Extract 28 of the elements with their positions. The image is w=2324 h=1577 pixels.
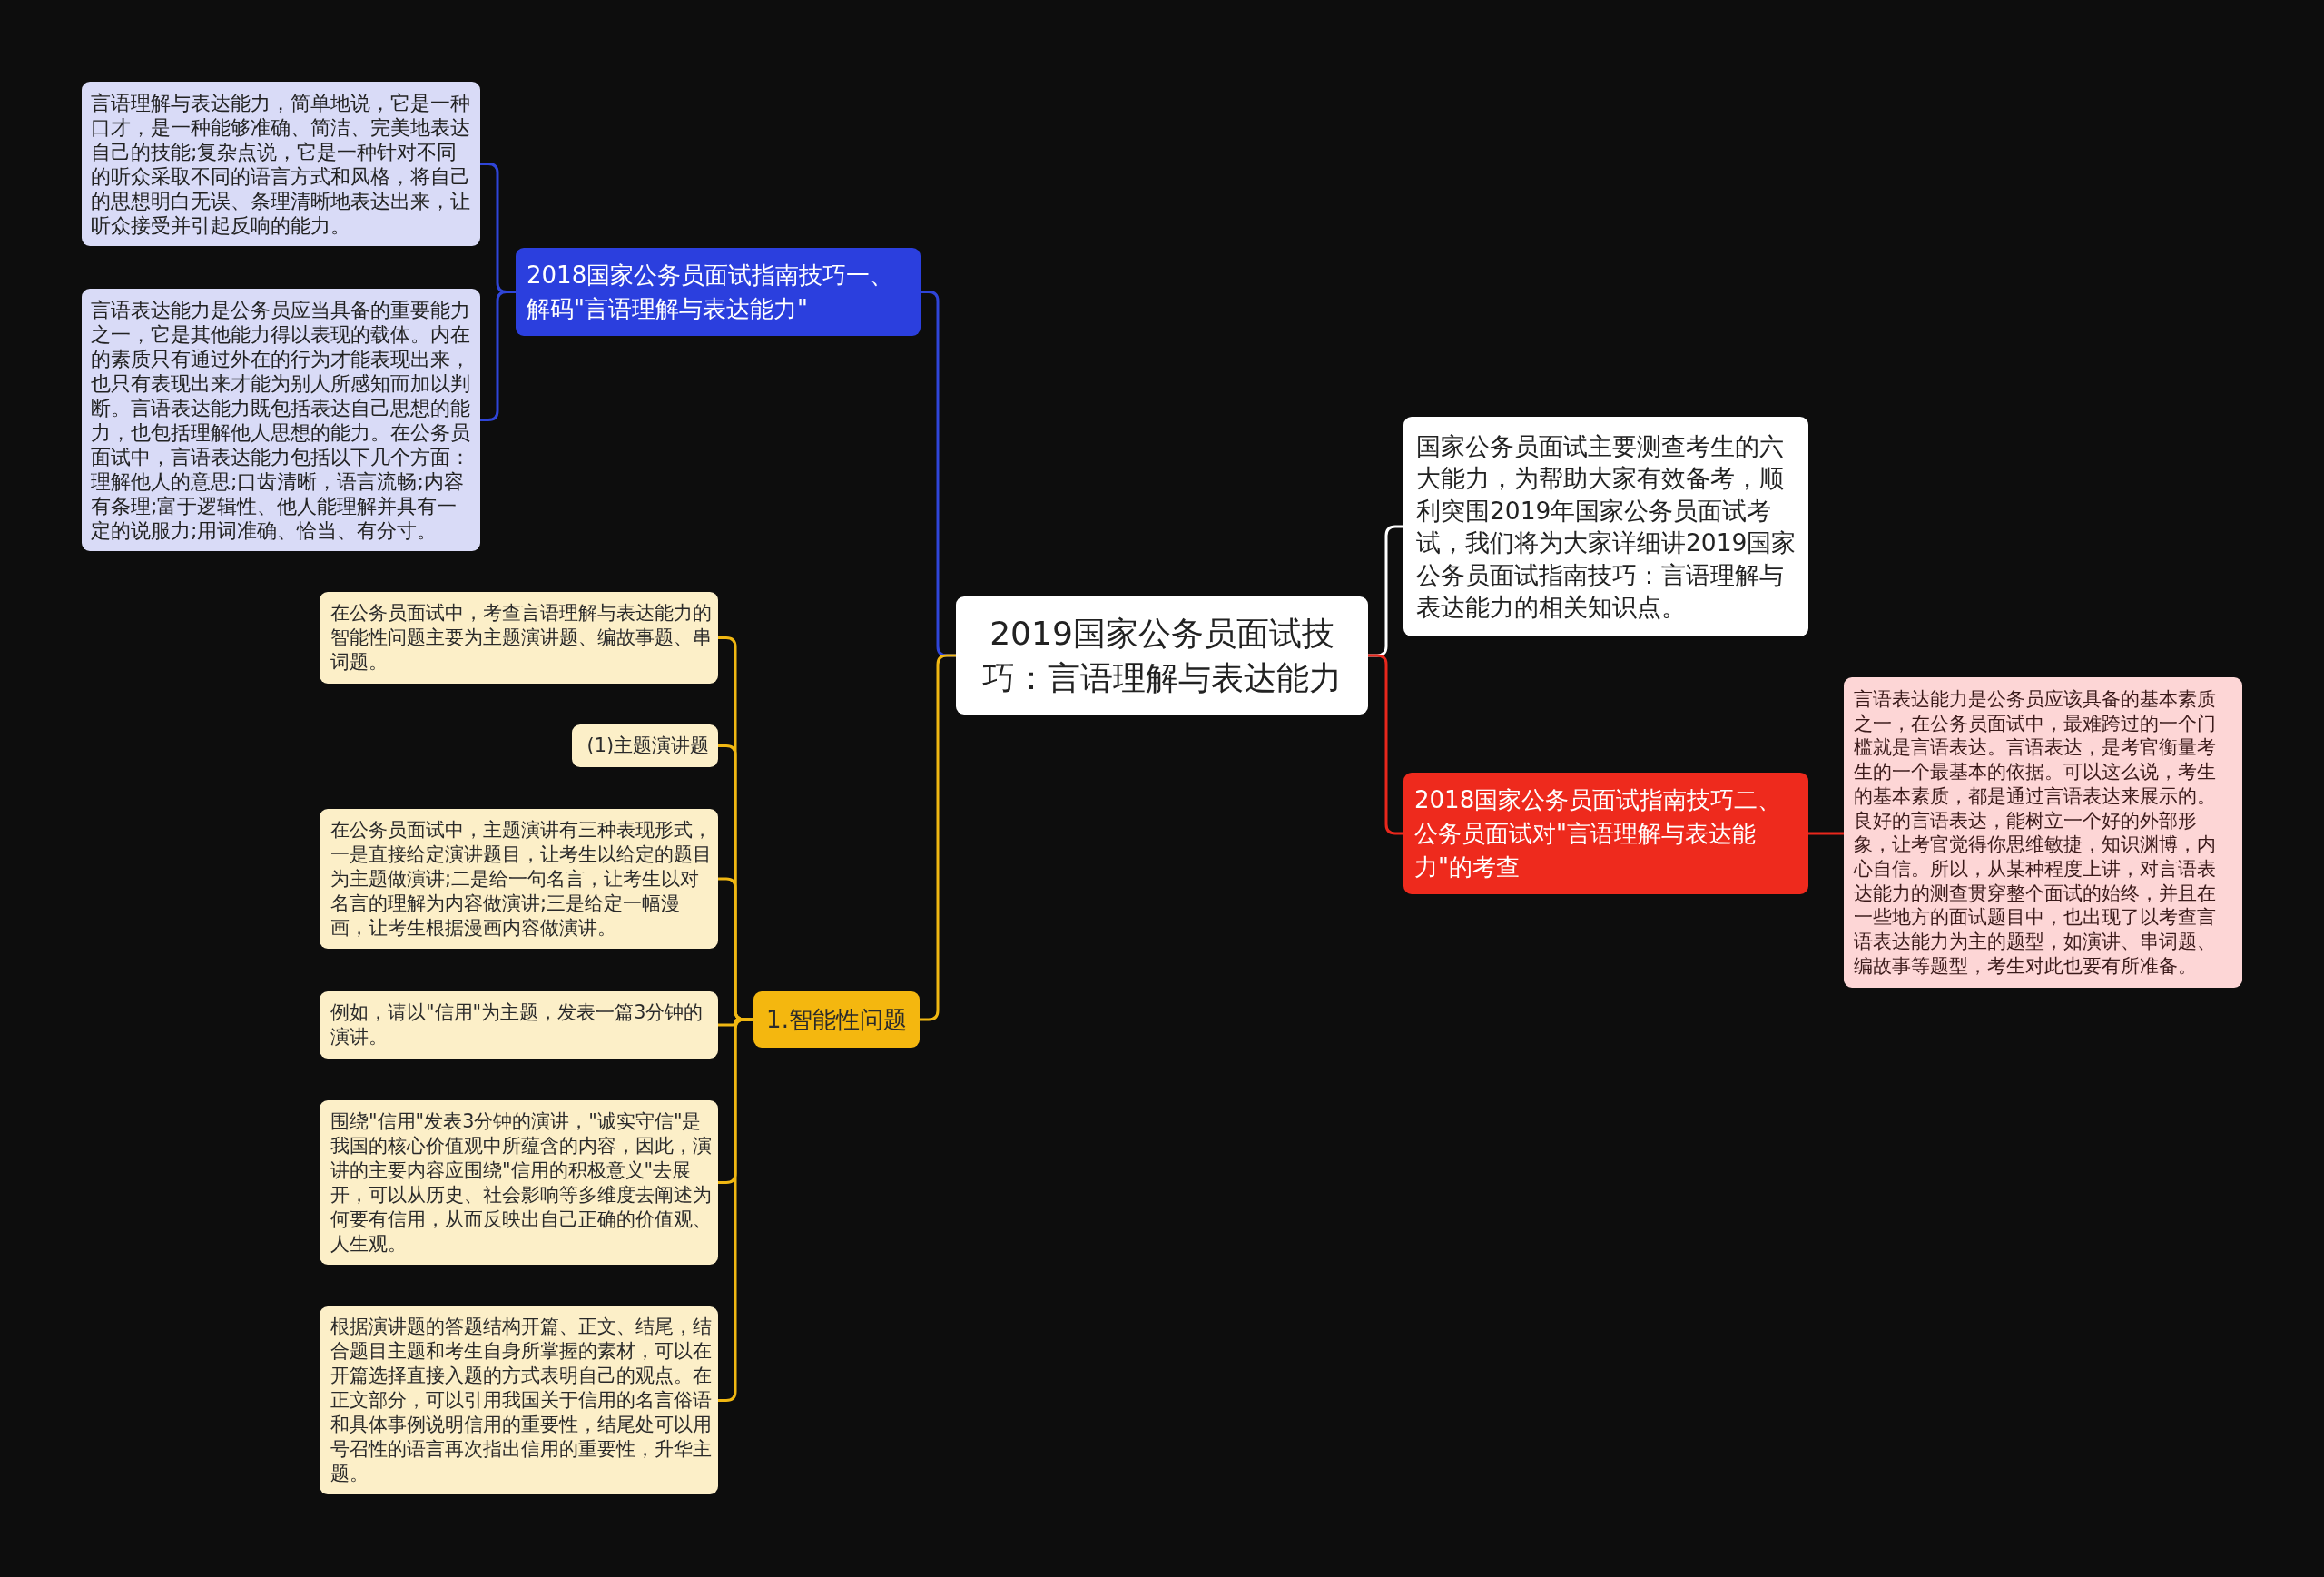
note-text: 言语表达能力是公务员应当具备的重要能力之一，它是其他能力得以表现的载体。内在的素质只有通过外在的行为才能表现出来，也只有表现出来才能为别人所感知而加以判断。言语表达能力既包括表达自己思想的能力，也包括理解他人思想的能力。在公务员面试中，言语表达能力包括以下几个方面：理解他人的意思;口齿清晰，语言流畅;内容有条理;富于逻辑性、他人能理解并具有一定的说服力;用词准确、恰当、有分寸。 xyxy=(91,297,471,543)
branch-box xyxy=(1403,773,1808,894)
connector-line xyxy=(718,1018,753,1402)
branch-title: 1.智能性问题 xyxy=(765,1004,908,1035)
branch-title: 2018国家公务员面试指南技巧一、解码"言语理解与表达能力" xyxy=(527,260,895,324)
note-text: 在公务员面试中，考查言语理解与表达能力的智能性问题主要为主题演讲题、编故事题、串词题。 xyxy=(330,601,713,675)
connector-line xyxy=(1368,654,1403,835)
branch-title: 2018国家公务员面试指南技巧二、公务员面试对"言语理解与表达能力"的考查 xyxy=(1414,784,1783,882)
note-card xyxy=(320,991,718,1059)
note-text: (1)主题演讲题 xyxy=(586,734,709,758)
branch-box xyxy=(1403,417,1808,636)
branch-box xyxy=(753,991,920,1048)
note-card xyxy=(320,809,718,949)
note-text: 围绕"信用"发表3分钟的演讲，"诚实守信"是我国的核心价值观中所蕴含的内容，因此，演讲的主要内容应围绕"信用的积极意义"去展开，可以从历史、社会影响等多维度去阐述为何要有信用，从而反映出自己正确的价值观、人生观。 xyxy=(330,1109,713,1257)
connector-line xyxy=(1808,832,1844,835)
connector-line xyxy=(920,654,956,1021)
note-text: 言语理解与表达能力，简单地说，它是一种口才，是一种能够准确、简洁、完美地表达自己的技能;复杂点说，它是一种针对不同的听众采取不同的语言方式和风格，将自己的思想明白无误、条理清晰地表达出来，让听众接受并引起反响的能力。 xyxy=(91,90,471,238)
central-topic-box xyxy=(956,596,1368,715)
note-text: 例如，请以"信用"为主题，发表一篇3分钟的演讲。 xyxy=(330,1000,704,1050)
note-card xyxy=(320,592,718,684)
central-topic-text: 2019国家公务员面试技巧：言语理解与表达能力 xyxy=(981,614,1343,698)
note-card xyxy=(572,724,718,767)
note-text: 在公务员面试中，主题演讲有三种表现形式，一是直接给定演讲题目，让考生以给定的题目为主题做演讲;二是给一句名言，让考生以对名言的理解为内容做演讲;三是给定一幅漫画，让考生根据漫画内容做演讲。 xyxy=(330,817,713,941)
connector-line xyxy=(480,291,516,421)
branch-box xyxy=(516,248,921,336)
note-text: 根据演讲题的答题结构开篇、正文、结尾，结合题目主题和考生自身所掌握的素材，可以在开篇选择直接入题的方式表明自己的观点。在正文部分，可以引用我国关于信用的名言俗语和具体事例说明信用的重要性，结尾处可以用号召性的语言再次指出信用的重要性，升华主题。 xyxy=(330,1315,713,1486)
branch-text: 国家公务员面试主要测查考生的六大能力，为帮助大家有效备考，顺利突围2019年国家公务员面试考试，我们将为大家详细讲2019国家公务员面试指南技巧：言语理解与表达能力的相关知识点。 xyxy=(1416,430,1797,623)
note-text: 言语表达能力是公务员应该具备的基本素质之一，在公务员面试中，最难跨过的一个门槛就是言语表达。言语表达，是考官衡量考生的一个最基本的依据。可以这么说，考生的基本素质，都是通过言语表达来展示的。良好的言语表达，能树立一个好的外部形象，让考官觉得你思维敏捷，知识渊博，内心自信。所以，从某种程度上讲，对言语表达能力的测查贯穿整个面试的始终，并且在一些地方的面试题目中，也出现了以考查言语表达能力为主的题型，如演讲、串词题、编故事等题型，考生对此也要有所准备。 xyxy=(1854,687,2217,979)
